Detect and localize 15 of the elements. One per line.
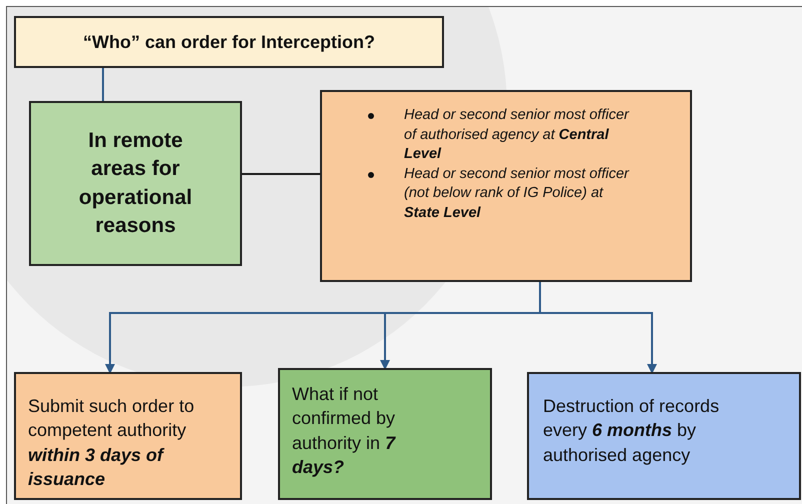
process-box — [29, 101, 242, 266]
process-box — [320, 90, 692, 282]
node-text: What if not confirmed by authority in 7 days? — [292, 383, 397, 479]
node-text: Submit such order to competent authority within 3 days of issuance — [28, 395, 196, 491]
connector-line — [102, 68, 104, 101]
process-box — [278, 368, 492, 500]
process-box — [14, 372, 242, 500]
bullet-text: Head or second senior most officer (not below rank of IG Police) at State Level — [404, 164, 630, 223]
node-text: In remote areas for operational reasons — [78, 128, 194, 239]
connector-line — [242, 173, 320, 175]
node-text: Destruction of records every 6 months by authorised agency — [543, 395, 720, 467]
process-box — [527, 372, 801, 500]
node-text: “Who” can order for Interception? — [82, 30, 375, 54]
bullet-text: Head or second senior most officer of authorised agency at Central Level — [404, 106, 630, 164]
title-box — [14, 16, 444, 68]
